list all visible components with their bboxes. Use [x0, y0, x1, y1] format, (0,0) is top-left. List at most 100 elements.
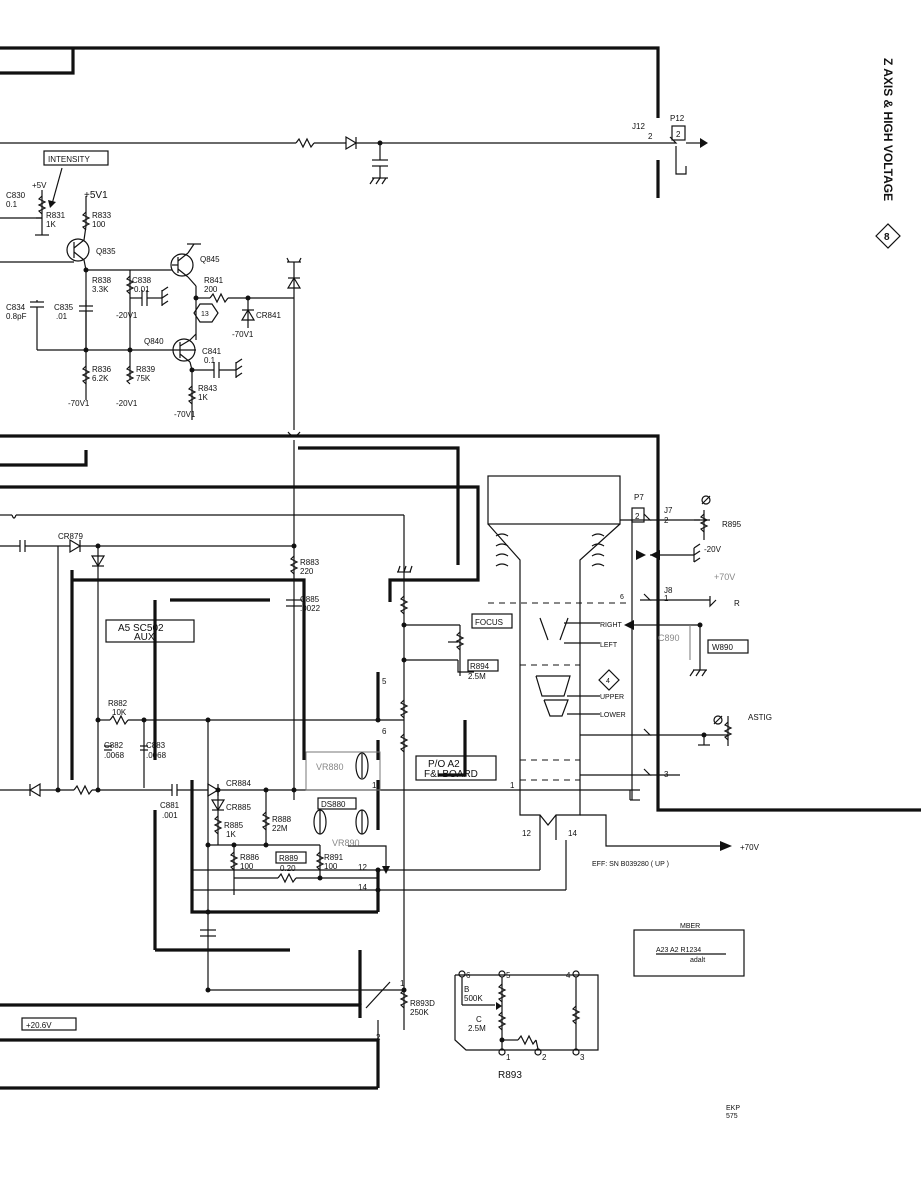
- svg-text:250K: 250K: [410, 1008, 429, 1017]
- svg-text:100: 100: [324, 862, 338, 871]
- svg-text:6: 6: [466, 971, 471, 980]
- r894-box: [467, 659, 499, 672]
- svg-text:1: 1: [510, 781, 515, 790]
- svg-text:R831: R831: [46, 211, 66, 220]
- svg-text:R882: R882: [108, 699, 128, 708]
- thin-wiring: [0, 125, 745, 1056]
- svg-text:2.5M: 2.5M: [468, 672, 486, 681]
- svg-text:R886: R886: [240, 853, 260, 862]
- svg-text:CR885: CR885: [226, 803, 251, 812]
- svg-text:W890: W890: [712, 643, 733, 652]
- svg-text:2: 2: [676, 130, 681, 139]
- component-labels: +5V +5V1 C830 0.1 R831 1K R833 100 Q835 …: [6, 181, 749, 1033]
- svg-text:500K: 500K: [464, 994, 483, 1003]
- svg-text:3: 3: [580, 1053, 585, 1062]
- svg-text:R891: R891: [324, 853, 344, 862]
- svg-text:+70V: +70V: [740, 843, 760, 852]
- svg-text:2: 2: [635, 512, 640, 521]
- svg-text:5: 5: [506, 971, 511, 980]
- svg-text:R839: R839: [136, 365, 156, 374]
- crt-tube: [487, 475, 633, 840]
- svg-text:100: 100: [240, 862, 254, 871]
- junction-dots: [55, 140, 707, 1043]
- svg-text:.0068: .0068: [146, 751, 167, 760]
- svg-text:C830: C830: [6, 191, 26, 200]
- svg-text:CR841: CR841: [256, 311, 281, 320]
- svg-text:R: R: [734, 599, 740, 608]
- svg-text:R838: R838: [92, 276, 112, 285]
- general-labels: J12 P12 2 2 P7 2 J7 2 J8 1 6 RIGHT LEFT …: [358, 114, 772, 1120]
- svg-text:1: 1: [372, 781, 377, 790]
- svg-text:3: 3: [664, 770, 669, 779]
- svg-text:R893: R893: [498, 1070, 522, 1081]
- svg-text:1K: 1K: [198, 393, 208, 402]
- svg-text:R885: R885: [224, 821, 244, 830]
- footer-code-1: EKP: [726, 1105, 740, 1112]
- svg-text:200: 200: [204, 285, 218, 294]
- svg-text:-20V1: -20V1: [116, 399, 138, 408]
- rail-plus5v1: +5V1: [84, 190, 108, 201]
- svg-text:B: B: [464, 985, 469, 994]
- svg-text:10K: 10K: [112, 708, 127, 717]
- focus-label: FOCUS: [475, 618, 503, 627]
- svg-text:R883: R883: [300, 558, 320, 567]
- svg-text:0.1: 0.1: [6, 200, 18, 209]
- svg-text:1: 1: [664, 594, 669, 603]
- svg-text:C890: C890: [658, 633, 680, 643]
- svg-text:0.1: 0.1: [204, 356, 216, 365]
- svg-text:Q840: Q840: [144, 337, 164, 346]
- svg-text:R841: R841: [204, 276, 224, 285]
- ref-4-text: 4: [606, 678, 610, 685]
- svg-text:R843: R843: [198, 384, 218, 393]
- svg-text:VR890: VR890: [332, 838, 360, 848]
- svg-text:J12: J12: [632, 122, 645, 131]
- svg-text:CR884: CR884: [226, 779, 251, 788]
- ref-13-text: 13: [201, 311, 209, 318]
- rail-20v-box: [21, 1017, 77, 1031]
- svg-text:12: 12: [522, 829, 531, 838]
- svg-text:-70V1: -70V1: [174, 410, 196, 419]
- heavy-wiring: [0, 46, 921, 1090]
- intensity-label: INTENSITY: [48, 155, 90, 164]
- svg-text:2: 2: [542, 1053, 547, 1062]
- svg-text:6: 6: [620, 594, 624, 601]
- svg-text:C841: C841: [202, 347, 222, 356]
- intensity-box: [43, 150, 109, 166]
- board-box-line2: F&I BOARD: [424, 769, 478, 780]
- svg-text:C: C: [476, 1015, 482, 1024]
- svg-text:-70V1: -70V1: [68, 399, 90, 408]
- svg-text:-20V1: -20V1: [116, 311, 138, 320]
- svg-text:C834: C834: [6, 303, 26, 312]
- svg-text:ASTIG: ASTIG: [748, 713, 772, 722]
- svg-text:1K: 1K: [226, 830, 236, 839]
- svg-text:-20V: -20V: [704, 545, 722, 554]
- svg-text:RIGHT: RIGHT: [600, 622, 623, 629]
- svg-text:1: 1: [506, 1053, 511, 1062]
- diagram-number-marker: [875, 223, 901, 249]
- svg-text:6.2K: 6.2K: [92, 374, 109, 383]
- svg-text:Q835: Q835: [96, 247, 116, 256]
- svg-text:2.5M: 2.5M: [468, 1024, 486, 1033]
- svg-text:0.8pF: 0.8pF: [6, 312, 27, 321]
- svg-text:12: 12: [358, 863, 367, 872]
- rail-plus5v: +5V: [32, 181, 47, 190]
- svg-text:P12: P12: [670, 114, 685, 123]
- aux-box: [105, 619, 195, 643]
- svg-text:C883: C883: [146, 741, 166, 750]
- svg-text:1K: 1K: [46, 220, 56, 229]
- svg-text:2: 2: [648, 132, 653, 141]
- svg-text:220: 220: [300, 567, 314, 576]
- svg-text:LEFT: LEFT: [600, 642, 618, 649]
- svg-text:R836: R836: [92, 365, 112, 374]
- footer-code-2: 575: [726, 1113, 738, 1120]
- svg-text:C885: C885: [300, 595, 320, 604]
- svg-text:UPPER: UPPER: [600, 694, 624, 701]
- svg-text:C838: C838: [132, 276, 152, 285]
- svg-text:VR880: VR880: [316, 762, 344, 772]
- svg-text:0.20: 0.20: [280, 864, 296, 873]
- svg-text:.01: .01: [56, 312, 68, 321]
- svg-text:R889: R889: [279, 854, 299, 863]
- svg-text:14: 14: [568, 829, 577, 838]
- svg-text:75K: 75K: [136, 374, 151, 383]
